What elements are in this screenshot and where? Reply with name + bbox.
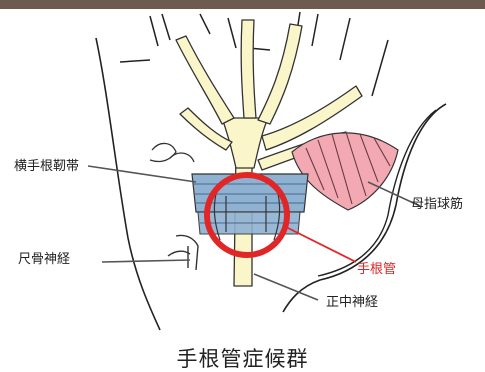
leader-line-median	[254, 274, 318, 300]
thenar-muscle	[292, 132, 398, 210]
label-median-nerve: 正中神経	[326, 296, 378, 309]
leader-line-ulnar	[102, 260, 190, 262]
small-branch-left-2	[170, 153, 194, 162]
leader-line-ligament	[88, 166, 196, 182]
label-ulnar-nerve: 尺骨神経	[18, 253, 70, 266]
label-thenar-muscles: 母指球筋	[411, 198, 463, 211]
hand-outline-left	[96, 38, 160, 330]
label-transverse-carpal-ligament: 横手根靭帯	[14, 160, 79, 173]
ulnar-nerve	[168, 235, 198, 270]
small-branch-left	[150, 143, 176, 161]
diagram-title: 手根管症候群	[0, 343, 485, 372]
label-carpal-tunnel: 手根管	[357, 263, 396, 276]
top-photo-strip	[0, 0, 485, 9]
leader-line-carpal-tunnel	[284, 226, 356, 262]
